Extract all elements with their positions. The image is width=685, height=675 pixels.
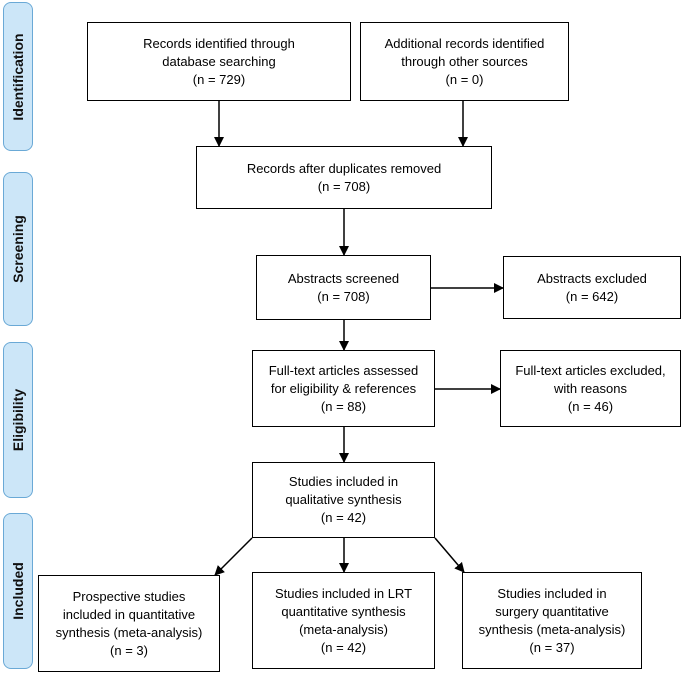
box-qualitative-synthesis-line2: qualitative synthesis (285, 492, 402, 507)
box-prospective-studies-line4: (n = 3) (110, 642, 148, 658)
box-surgery-quantitative-line2: surgery quantitative (495, 603, 609, 619)
box-database-search-line3: (n = 729) (192, 71, 246, 87)
box-fulltext-excluded-line1: Full-text articles excluded, (515, 362, 666, 378)
box-surgery-quantitative-line3: synthesis (meta-analysis) (478, 621, 626, 637)
box-duplicates-removed-line1: Records after duplicates removed (246, 160, 442, 176)
arrow-qualitative-to-surgery (434, 537, 465, 573)
box-duplicates-removed: Records after duplicates removed (n = 70… (196, 146, 492, 209)
box-fulltext-excluded-line3: (n = 46) (567, 398, 614, 414)
box-lrt-quantitative-line4: (n = 42) (320, 639, 367, 655)
phase-eligibility: Eligibility (3, 342, 33, 498)
box-qualitative-synthesis-line3: (n = 42) (320, 510, 367, 525)
phase-included: Included (3, 513, 33, 669)
box-surgery-quantitative: Studies included in surgery quantitative… (462, 572, 642, 669)
box-fulltext-assessed: Full-text articles assessed for eligibil… (252, 350, 435, 427)
box-other-sources-line2: through other sources (401, 53, 528, 69)
box-database-search-line1: Records identified through (143, 35, 295, 51)
box-lrt-quantitative-line1: Studies included in LRT (274, 585, 413, 601)
box-duplicates-removed-line2: (n = 708) (317, 178, 371, 194)
box-lrt-quantitative-line2: quantitative synthesis (281, 603, 406, 619)
box-lrt-quantitative: Studies included in LRT quantitative syn… (252, 572, 435, 669)
box-other-sources: Additional records identified through ot… (360, 22, 569, 101)
box-qualitative-synthesis-line1: Studies included in (288, 474, 399, 489)
phase-screening: Screening (3, 172, 33, 326)
arrow-qualitative-to-prospective (214, 537, 253, 576)
box-fulltext-excluded-line2: with reasons (554, 380, 627, 396)
box-prospective-studies-line3: synthesis (meta-analysis) (55, 624, 203, 640)
box-fulltext-excluded: Full-text articles excluded, with reason… (500, 350, 681, 427)
box-prospective-studies: Prospective studies included in quantita… (38, 575, 220, 672)
box-prospective-studies-line2: included in quantitative (62, 606, 196, 622)
box-lrt-quantitative-line3: (meta-analysis) (299, 621, 388, 637)
box-abstracts-excluded: Abstracts excluded (n = 642) (503, 256, 681, 319)
box-other-sources-line1: Additional records identified (384, 35, 545, 51)
box-abstracts-screened: Abstracts screened (n = 708) (256, 255, 431, 320)
box-abstracts-screened-line2: (n = 708) (317, 288, 370, 304)
box-fulltext-assessed-line1: Full-text articles assessed (268, 362, 419, 378)
box-database-search-line2: database searching (162, 53, 276, 69)
box-abstracts-excluded-line2: (n = 642) (565, 288, 619, 304)
box-abstracts-screened-line1: Abstracts screened (287, 270, 400, 286)
box-qualitative-synthesis: Studies included in qualitative synthesi… (252, 462, 435, 538)
box-fulltext-assessed-line3: (n = 88) (320, 398, 367, 414)
box-fulltext-assessed-line2: for eligibility & references (270, 380, 417, 396)
box-surgery-quantitative-line1: Studies included in (497, 585, 607, 601)
box-surgery-quantitative-line4: (n = 37) (529, 639, 575, 655)
phase-identification: Identification (3, 2, 33, 151)
box-database-search: Records identified through database sear… (87, 22, 351, 101)
box-prospective-studies-line1: Prospective studies (72, 588, 186, 604)
box-other-sources-line3: (n = 0) (445, 71, 484, 87)
box-abstracts-excluded-line1: Abstracts excluded (537, 270, 647, 286)
